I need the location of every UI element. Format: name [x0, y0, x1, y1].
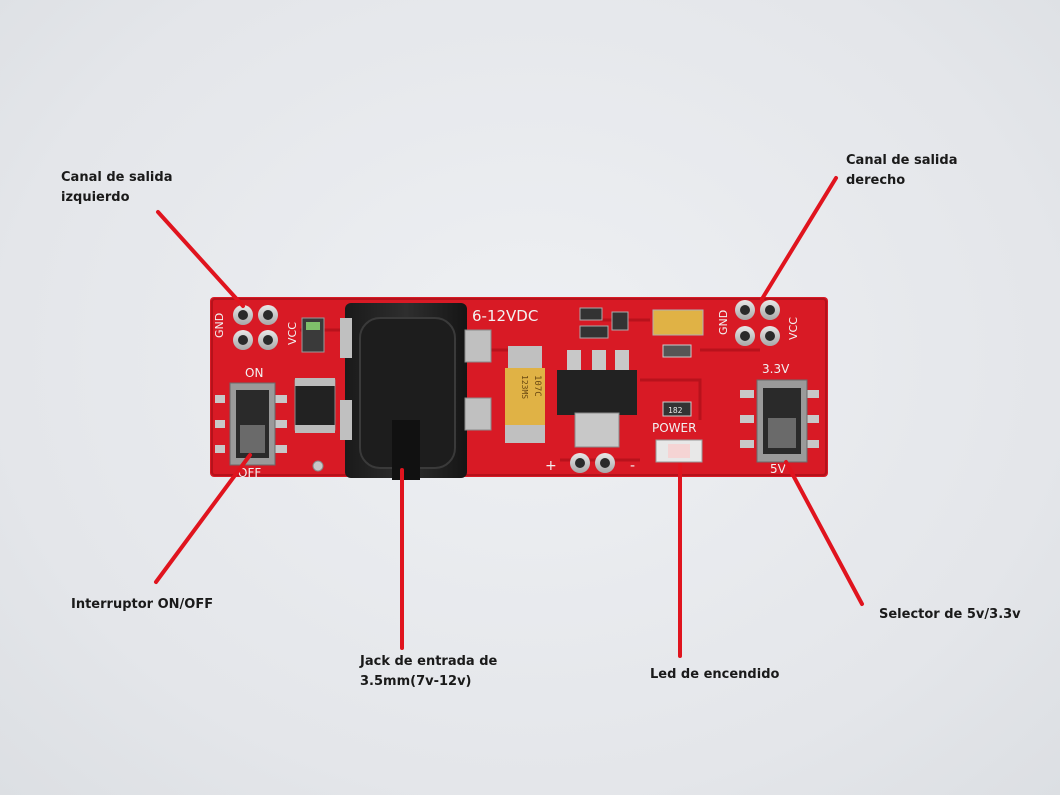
- smd-components-right: 182: [579, 307, 704, 417]
- pointer-lines: [154, 176, 864, 658]
- small-components-left: [294, 317, 336, 472]
- label-right-output: Canal de salida derecho: [846, 153, 958, 188]
- label-switch: Interruptor ON/OFF: [71, 597, 214, 612]
- cap-marking-2: 123MS: [520, 375, 529, 399]
- power-led: [655, 439, 703, 463]
- silk-power: POWER: [652, 421, 696, 435]
- silk-vcc-right: VCC: [787, 317, 800, 340]
- label-led: Led de encendido: [650, 667, 780, 682]
- label-selector: Selector de 5v/3.3v: [879, 607, 1021, 622]
- dc-jack: [340, 303, 492, 480]
- voltage-selector-switch: [740, 379, 819, 463]
- silk-on: ON: [245, 366, 263, 380]
- on-off-switch: [215, 382, 287, 466]
- power-output-pads: [570, 453, 615, 473]
- silk-gnd-left: GND: [213, 313, 226, 338]
- pointer-selector: [784, 460, 864, 606]
- silk-off: OFF: [238, 466, 261, 480]
- label-jack: Jack de entrada de 3.5mm(7v-12v): [360, 654, 498, 689]
- silk-gnd-right: GND: [717, 310, 730, 335]
- cap-marking-1: 107C: [532, 375, 542, 397]
- pointer-switch: [154, 453, 252, 584]
- resistor-marking: 182: [668, 406, 683, 415]
- voltage-regulator: [557, 350, 637, 448]
- silk-3v3: 3.3V: [762, 362, 790, 376]
- silk-plus: +: [545, 458, 557, 474]
- right-output-header: [735, 300, 780, 346]
- silk-5v: 5V: [770, 462, 787, 476]
- pointer-left-output: [156, 210, 245, 308]
- silk-voltage-range: 6-12VDC: [472, 307, 538, 325]
- label-left-output: Canal de salida izquierdo: [61, 170, 173, 205]
- silk-vcc-left: VCC: [286, 322, 299, 345]
- pointer-right-output: [760, 176, 838, 301]
- tantalum-capacitor: 107C 123MS: [505, 346, 545, 443]
- silk-minus: -: [630, 458, 635, 474]
- left-output-header: [233, 305, 278, 350]
